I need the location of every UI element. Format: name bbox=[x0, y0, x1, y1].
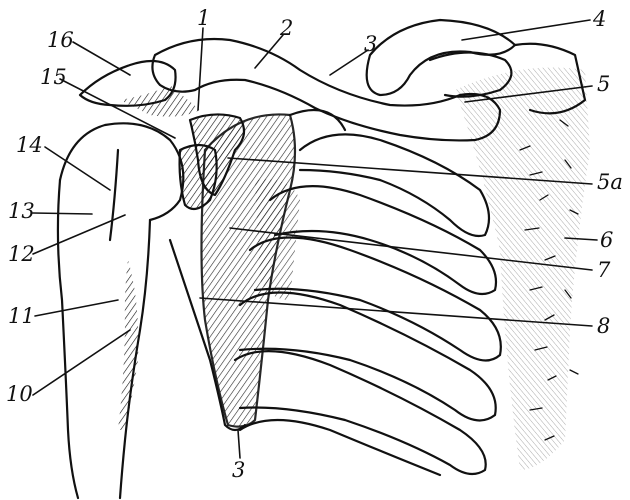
label-1: 1 bbox=[197, 8, 210, 29]
acromion-shadow bbox=[120, 85, 200, 117]
label-2: 2 bbox=[280, 18, 293, 39]
intercostal-shading bbox=[255, 179, 300, 300]
label-3-top: 3 bbox=[364, 34, 377, 55]
label-10: 10 bbox=[6, 384, 33, 405]
label-14: 14 bbox=[16, 135, 43, 156]
label-4: 4 bbox=[593, 9, 606, 30]
glenoid-region bbox=[180, 145, 217, 209]
label-6: 6 bbox=[600, 230, 613, 251]
rib-2 bbox=[300, 134, 489, 236]
humerus-groove bbox=[110, 150, 118, 240]
rib-5 bbox=[240, 293, 496, 421]
rib-3 bbox=[270, 186, 496, 294]
label-3-bottom: 3 bbox=[232, 460, 245, 481]
label-12: 12 bbox=[8, 244, 35, 265]
label-5a: 5a bbox=[597, 172, 623, 193]
label-16: 16 bbox=[47, 30, 74, 51]
label-15: 15 bbox=[40, 67, 67, 88]
sternal-region-shading bbox=[455, 68, 590, 471]
label-7: 7 bbox=[597, 260, 610, 281]
humerus-shading bbox=[118, 260, 138, 430]
humerus-head bbox=[60, 123, 183, 220]
label-11: 11 bbox=[8, 306, 35, 327]
rib-6 bbox=[235, 351, 486, 474]
scapula-medial bbox=[290, 110, 345, 130]
label-13: 13 bbox=[8, 201, 35, 222]
rib-7 bbox=[240, 420, 440, 475]
label-8: 8 bbox=[597, 316, 610, 337]
label-5: 5 bbox=[597, 74, 610, 95]
